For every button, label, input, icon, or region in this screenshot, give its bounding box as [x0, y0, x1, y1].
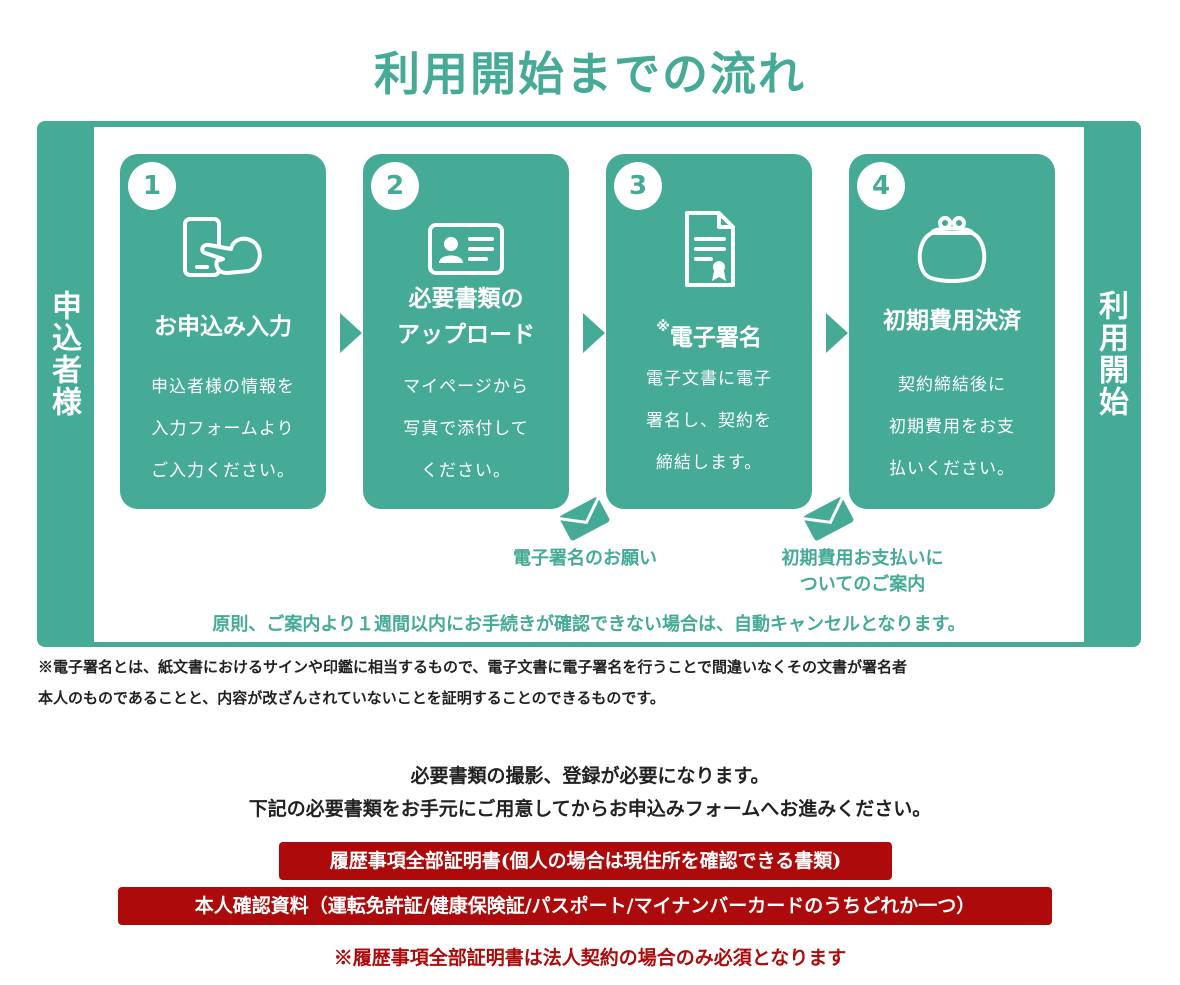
footnote-line: ※電子署名とは、紙文書におけるサインや印鑑に相当するもので、電子文書に電子署名を…	[38, 658, 907, 676]
requirements-line: 下記の必要書類をお手元にご用意してからお申込みフォームへお進みください。	[248, 798, 932, 820]
arrow-right-icon	[340, 313, 362, 353]
footnote-line: 本人のものであることと、内容が改ざんされていないことを証明することのできるもので…	[38, 689, 665, 707]
step-description: 電子文書に電子 署名し、契約を 締結します。	[606, 358, 812, 484]
step-description-line: 初期費用をお支	[889, 417, 1015, 437]
step-number-badge: 2	[371, 162, 419, 210]
step-description: 申込者様の情報を 入力フォームより ご入力ください。	[120, 366, 326, 492]
step-description-line: マイページから	[403, 377, 529, 397]
footnote-mark: ※	[656, 319, 670, 335]
step-description-line: 署名し、契約を	[646, 411, 772, 431]
step-description-line: 電子文書に電子	[646, 369, 772, 389]
arrow-right-icon	[826, 313, 848, 353]
envelope-icon	[803, 497, 854, 541]
step-title-line: 必要書類の	[408, 286, 524, 312]
cancellation-notice: 原則、ご案内より１週間以内にお手続きが確認できない場合は、自動キャンセルとなりま…	[212, 614, 966, 635]
requirements-text: 必要書類の撮影、登録が必要になります。 下記の必要書類をお手元にご用意してからお…	[0, 760, 1180, 826]
step-card-1: 1 お申込み入力 申込者様の情報を 入力フォームより ご入力ください。	[120, 154, 326, 509]
step-description: 契約締結後に 初期費用をお支 払いください。	[849, 364, 1055, 490]
document-badge-registry-certificate: 履歴事項全部証明書(個人の場合は現住所を確認できる書類)	[279, 842, 892, 880]
step-description-line: 入力フォームより	[151, 419, 295, 439]
mail-label-line: 初期費用お支払いに	[781, 548, 944, 569]
corporate-contract-note: ※履歴事項全部証明書は法人契約の場合のみ必須となります	[333, 947, 847, 969]
side-label-start-use: 利用開始	[1093, 290, 1128, 418]
envelope-icon	[559, 497, 610, 541]
arrow-right-icon	[583, 313, 605, 353]
step-number-badge: 1	[128, 162, 176, 210]
mail-label-signature-request: 電子署名のお願い	[495, 546, 675, 572]
id-card-icon	[428, 223, 504, 275]
step-description: マイページから 写真で添付して ください。	[363, 366, 569, 492]
step-title: ※電子署名	[606, 310, 812, 355]
page-title: 利用開始までの流れ	[374, 47, 806, 101]
step-description-line: 写真で添付して	[403, 419, 529, 439]
digital-signature-footnote: ※電子署名とは、紙文書におけるサインや印鑑に相当するもので、電子文書に電子署名を…	[38, 652, 1148, 714]
step-card-3: 3 ※電子署名 電子文書に電子 署名し、契約を 締結します。	[606, 154, 812, 509]
mail-label-payment-guide: 初期費用お支払いに ついてのご案内	[760, 546, 965, 598]
step-card-2: 2 必要書類の アップロード マイページから 写真で添付して ください。	[363, 154, 569, 509]
step-title-line: アップロード	[397, 322, 535, 348]
step-number-badge: 3	[614, 162, 662, 210]
step-description-line: 払いください。	[889, 459, 1015, 479]
document-badge-identity-verification: 本人確認資料（運転免許証/健康保険証/パスポート/マイナンバーカードのうちどれか…	[118, 887, 1052, 925]
mail-label-line: 電子署名のお願い	[513, 548, 657, 569]
step-description-line: ください。	[421, 461, 511, 481]
step-description-line: ご入力ください。	[151, 461, 295, 481]
step-description-line: 契約締結後に	[898, 375, 1006, 395]
step-number-badge: 4	[857, 162, 905, 210]
requirements-line: 必要書類の撮影、登録が必要になります。	[410, 765, 770, 787]
step-title-line: 初期費用決済	[883, 308, 1021, 334]
certificate-document-icon	[685, 211, 735, 287]
step-description-line: 締結します。	[655, 453, 763, 473]
smartphone-tap-icon	[183, 217, 262, 277]
coin-purse-icon	[917, 216, 987, 283]
side-label-applicant: 申込者様	[46, 290, 81, 418]
mail-label-line: ついてのご案内	[799, 574, 926, 595]
step-description-line: 申込者様の情報を	[151, 377, 295, 397]
step-card-4: 4 初期費用決済 契約締結後に 初期費用をお支 払いください。	[849, 154, 1055, 509]
step-title-line: お申込み入力	[154, 314, 292, 340]
step-title-line: 電子署名	[669, 325, 762, 351]
